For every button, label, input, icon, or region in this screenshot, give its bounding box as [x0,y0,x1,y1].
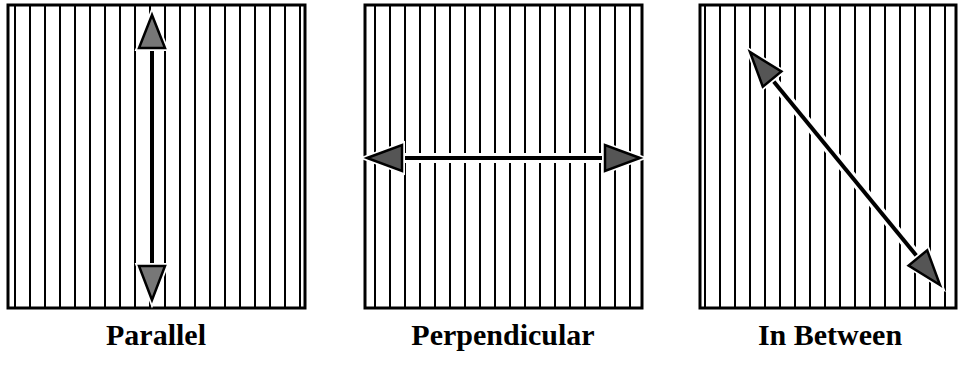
polarizer-panel [365,5,642,308]
panel-caption: In Between [758,318,902,351]
panel-caption: Perpendicular [411,318,594,351]
polarizer-panel [700,5,956,308]
panel-caption: Parallel [106,318,206,351]
polarizer-panel [8,5,305,308]
